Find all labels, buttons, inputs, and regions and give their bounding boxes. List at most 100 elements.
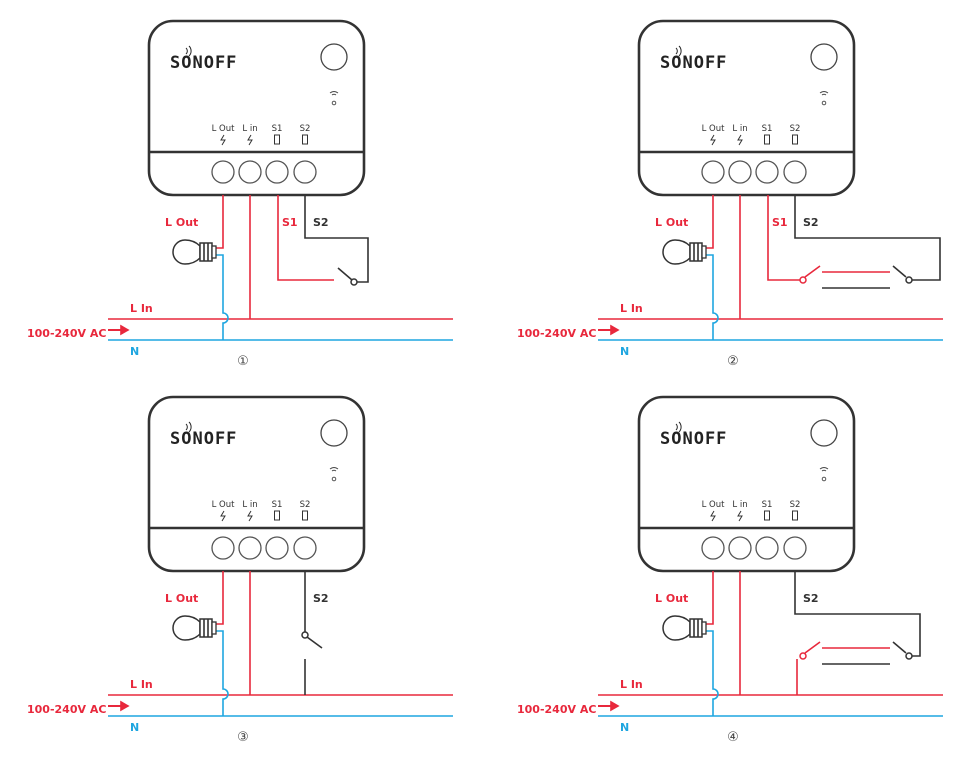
terminal-2	[238, 160, 262, 184]
neutral-wire	[706, 630, 719, 716]
neutral-wire	[706, 254, 719, 340]
bulb-base	[199, 618, 213, 638]
l-out-wire	[706, 571, 714, 625]
terminal-1	[211, 160, 235, 184]
logo: SONOFF	[660, 429, 727, 449]
led-icon	[821, 476, 827, 482]
terminal-label: S1	[272, 500, 283, 510]
switch-icon	[302, 134, 308, 145]
logo-wifi-icon	[675, 45, 682, 57]
l-out-label: L Out	[655, 216, 688, 229]
terminal-4	[293, 536, 317, 560]
s2-label: S2	[803, 592, 819, 605]
l-in-label: L In	[130, 302, 153, 315]
terminal-3	[265, 536, 289, 560]
terminal-label: L Out	[702, 124, 726, 134]
l-out-wire	[216, 195, 224, 249]
switch-icon	[764, 510, 770, 521]
wifi-led-icon	[329, 91, 339, 96]
switch-lever	[337, 267, 353, 281]
logo-wifi-icon	[675, 421, 682, 433]
terminal-3	[755, 160, 779, 184]
supply-label: 100-240V AC	[517, 327, 596, 340]
diagram-number: ①	[237, 354, 249, 369]
arrow-icon	[120, 700, 130, 712]
terminal-4	[783, 536, 807, 560]
logo: SONOFF	[660, 53, 727, 73]
neutral-wire	[216, 254, 229, 340]
s2-label: S2	[313, 216, 329, 229]
bulb-icon	[172, 615, 217, 641]
terminal-label: L in	[242, 500, 257, 510]
switch-lever	[892, 265, 907, 278]
s2-wire	[304, 195, 369, 283]
switch-icon	[274, 134, 280, 145]
l-out-label: L Out	[655, 592, 688, 605]
bulb-icon	[172, 615, 201, 641]
lightning-icon	[737, 510, 743, 522]
switch-lever	[892, 641, 907, 654]
l-in-label: L In	[620, 302, 643, 315]
lightning-icon	[710, 134, 716, 146]
neutral-wire	[216, 630, 229, 716]
bulb-contact	[701, 245, 707, 259]
switch-pivot	[905, 652, 913, 660]
switch-lever	[804, 641, 821, 654]
lightning-icon	[220, 510, 226, 522]
bulb-contact	[211, 621, 217, 635]
bulb-icon	[172, 239, 217, 265]
switch-icon	[792, 510, 798, 521]
terminal-4	[783, 160, 807, 184]
switch-lever	[804, 265, 821, 278]
bulb-icon	[662, 615, 691, 641]
s2-label: S2	[313, 592, 329, 605]
bulb-base	[199, 242, 213, 262]
n-label: N	[620, 721, 629, 734]
l-in-label: L In	[620, 678, 643, 691]
l-in-label: L In	[130, 678, 153, 691]
terminal-3	[265, 160, 289, 184]
arrow-icon	[120, 324, 130, 336]
supply-label: 100-240V AC	[517, 703, 596, 716]
terminal-2	[728, 536, 752, 560]
terminal-label: S1	[762, 500, 773, 510]
n-label: N	[620, 345, 629, 358]
bulb-contact	[211, 245, 217, 259]
terminal-1	[701, 160, 725, 184]
wifi-led-icon	[819, 467, 829, 482]
pair-button	[320, 419, 348, 447]
terminal-2	[238, 536, 262, 560]
diagram-number: ②	[727, 354, 739, 369]
l-out-wire	[216, 571, 224, 625]
led-icon	[821, 100, 827, 106]
logo: SONOFF	[170, 53, 237, 73]
terminal-label: L in	[242, 124, 257, 134]
terminal-label: S1	[272, 124, 283, 134]
terminal-label: L Out	[212, 124, 236, 134]
bulb-base	[689, 242, 703, 262]
terminal-2	[728, 160, 752, 184]
s1-wire	[277, 195, 334, 281]
lightning-icon	[710, 510, 716, 522]
supply-label: 100-240V AC	[27, 703, 106, 716]
switch-pivot	[799, 652, 807, 660]
s2-wire	[794, 571, 921, 657]
terminal-1	[211, 536, 235, 560]
switch-lever	[306, 636, 323, 649]
terminal-3	[755, 536, 779, 560]
switch-pivot	[905, 276, 913, 284]
terminal-label: S2	[790, 500, 801, 510]
pair-button	[810, 43, 838, 71]
logo-wifi-icon	[185, 421, 192, 433]
bulb-base	[689, 618, 703, 638]
terminal-label: S2	[790, 124, 801, 134]
terminal-label: L Out	[702, 500, 726, 510]
wifi-led-icon	[819, 91, 829, 96]
wifi-led-icon	[819, 91, 829, 106]
